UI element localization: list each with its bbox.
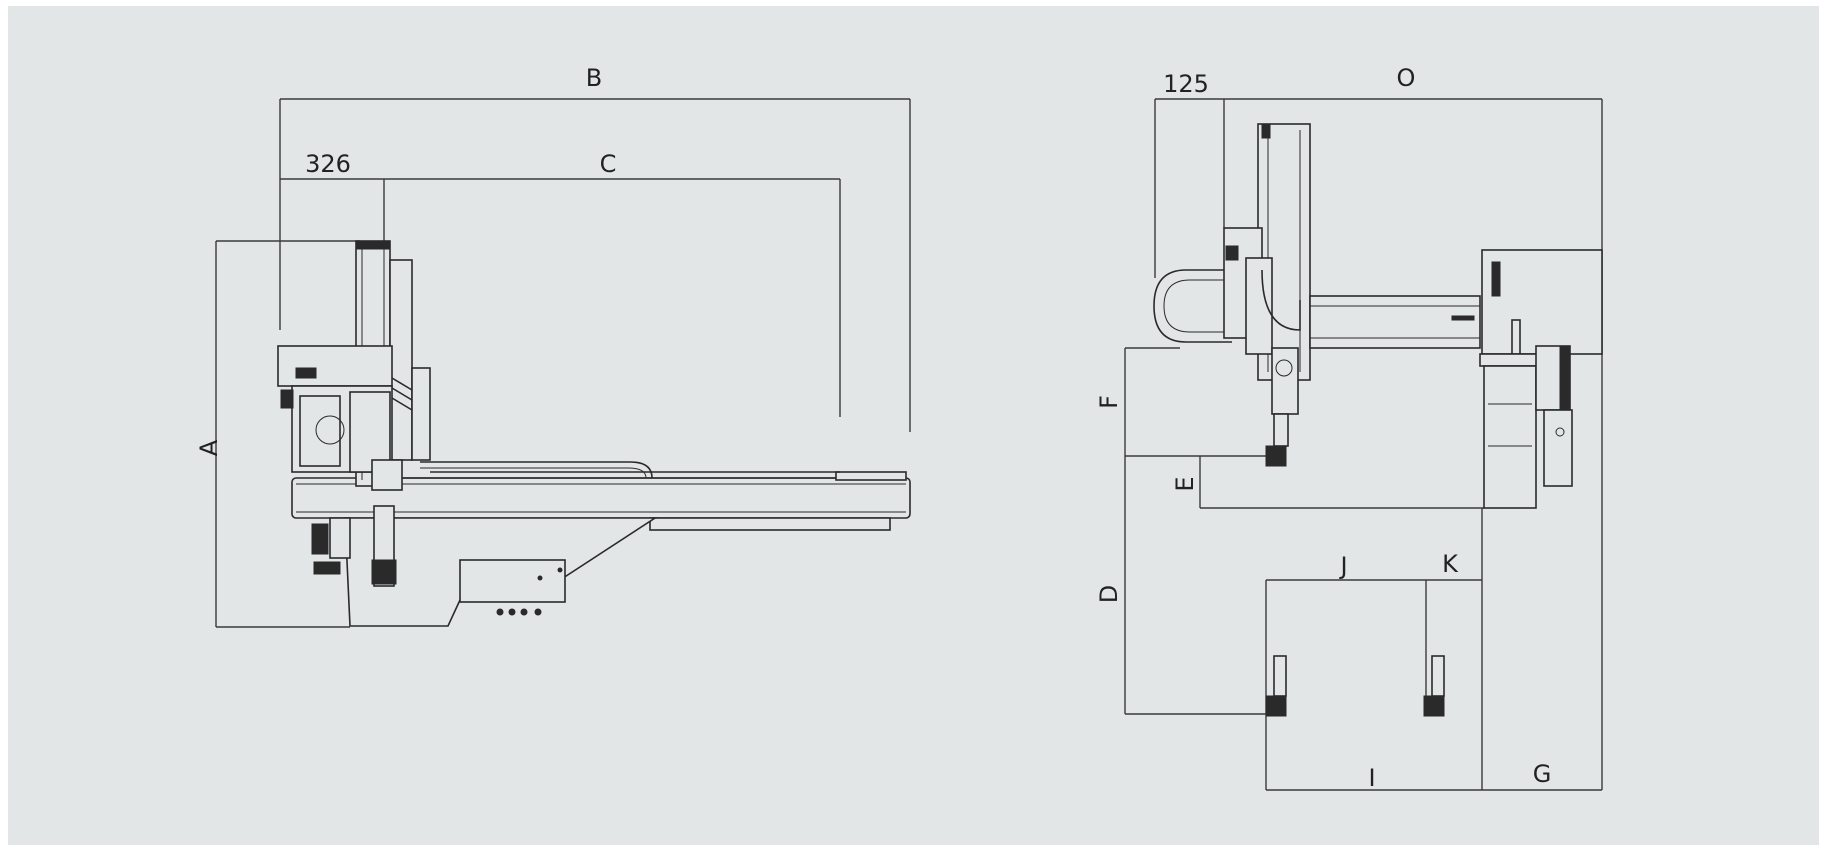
dim-label-A: A: [195, 439, 223, 456]
gantry-front-machine: [1153, 123, 1603, 717]
dim-label-J: J: [1338, 552, 1347, 580]
dim-label-F: F: [1095, 395, 1123, 409]
dim-label-125: 125: [1163, 70, 1209, 98]
dimension-lines-side: [215, 98, 911, 628]
front-view: O 125 F E D J K I G: [1095, 64, 1603, 792]
dim-label-B: B: [586, 64, 602, 92]
dim-label-G: G: [1533, 760, 1552, 788]
dim-label-D: D: [1095, 585, 1123, 603]
dim-label-I: I: [1368, 764, 1375, 792]
dim-label-K: K: [1442, 550, 1459, 578]
dim-label-E: E: [1171, 476, 1199, 491]
dim-label-O: O: [1397, 64, 1416, 92]
dim-label-326: 326: [305, 150, 351, 178]
gantry-side-machine: [277, 240, 911, 627]
dim-label-C: C: [600, 150, 617, 178]
dimension-lines-front: [1124, 98, 1603, 791]
side-view: B 326 C A: [195, 64, 911, 628]
